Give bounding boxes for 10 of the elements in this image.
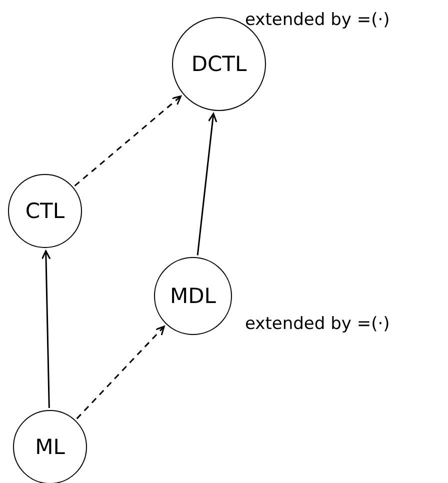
node-label: ML xyxy=(35,436,65,458)
arrow xyxy=(196,112,218,256)
node-caption: extended by =(·) xyxy=(245,316,390,333)
arrow xyxy=(74,96,182,186)
node-label: MDL xyxy=(170,286,216,306)
arrow xyxy=(41,250,51,408)
node-label: CTL xyxy=(25,200,65,222)
arrow xyxy=(76,326,165,420)
node-caption: extended by =(·) xyxy=(245,12,390,29)
node-label: DCTL xyxy=(191,54,247,74)
